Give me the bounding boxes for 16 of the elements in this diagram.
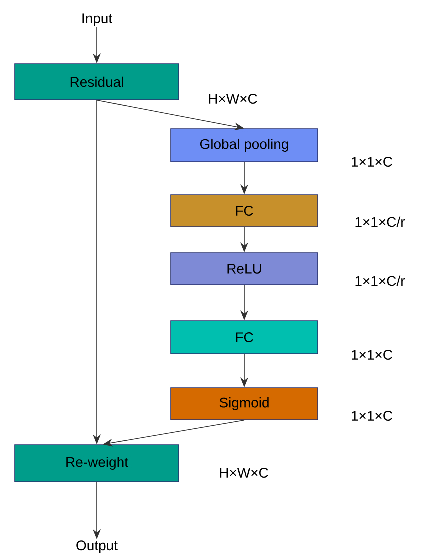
dimension-label: 1×1×C/r <box>356 276 406 286</box>
process-box: Residual <box>14 64 180 100</box>
process-box: FC <box>170 320 318 354</box>
process-box: FC <box>170 194 318 228</box>
process-box: ReLU <box>170 252 318 286</box>
dimension-label: 1×1×C/r <box>356 216 406 228</box>
dimension-label: H×W×C <box>220 468 268 478</box>
terminal-label: Input <box>82 14 112 26</box>
dimension-label: 1×1×C <box>352 350 392 360</box>
terminal-label: Output <box>76 540 118 554</box>
process-box: Sigmoid <box>170 388 318 420</box>
dimension-label: 1×1×C <box>352 411 392 421</box>
dimension-label: 1×1×C <box>352 157 392 167</box>
process-box: Re-weight <box>14 444 180 482</box>
dimension-label: H×W×C <box>209 94 258 104</box>
process-box: Global pooling <box>170 128 318 162</box>
